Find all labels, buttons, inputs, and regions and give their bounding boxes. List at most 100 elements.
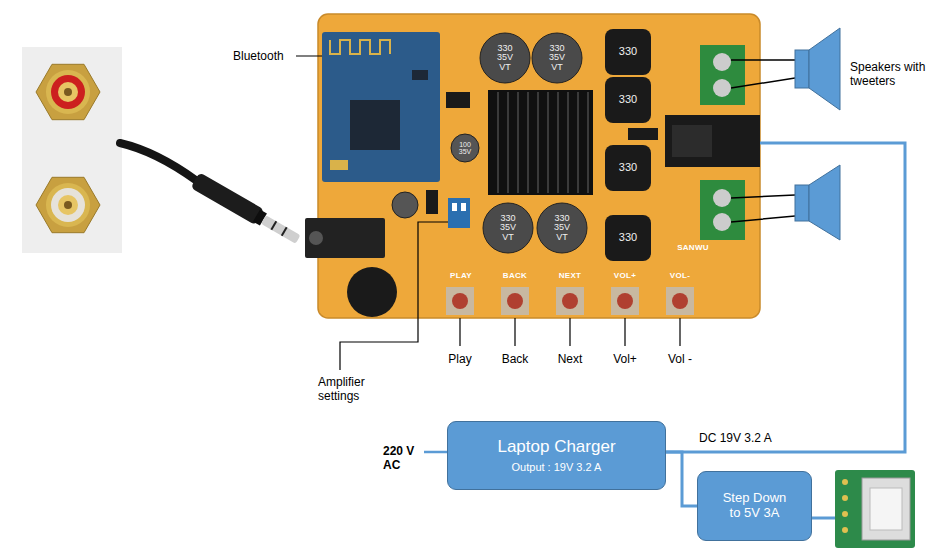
push-button <box>611 287 639 315</box>
bluetooth-module <box>322 32 440 182</box>
capacitor <box>392 192 418 218</box>
inductor <box>605 77 651 123</box>
rca-jack <box>51 75 85 109</box>
push-button <box>672 293 688 309</box>
speaker-wire <box>731 60 795 222</box>
part-label: Speakers with tweeters <box>850 61 938 89</box>
audio-jack <box>309 231 323 245</box>
capacitor <box>392 33 587 253</box>
usb-board <box>835 470 915 548</box>
usb-board <box>842 511 848 517</box>
power-wire <box>424 451 447 454</box>
inductor <box>605 215 651 261</box>
silk-label: BACK <box>503 271 527 280</box>
silk-label: VOL+ <box>614 271 636 280</box>
push-button <box>562 293 578 309</box>
audio-plug <box>191 172 303 247</box>
audio-cable <box>120 143 197 181</box>
speaker-symbol <box>795 28 840 240</box>
rca-jack <box>64 201 72 209</box>
converter-box: Step Down to 5V 3A <box>697 471 812 541</box>
chip <box>426 190 438 214</box>
dip-switch <box>448 198 470 228</box>
push-button <box>666 287 694 315</box>
audio-plug <box>271 221 276 230</box>
capacitor-marking: 330 35V VT <box>492 44 518 72</box>
rca-jack <box>46 70 90 114</box>
mains-label: 220 V AC <box>383 445 423 473</box>
capacitor <box>532 33 582 83</box>
capacitor <box>480 33 530 83</box>
rca-jack <box>36 64 100 119</box>
speaker-symbol <box>809 165 840 240</box>
dc-jack <box>672 125 712 157</box>
heatsink <box>488 90 593 195</box>
rca-jack <box>64 88 72 96</box>
inductor-marking: 330 <box>619 46 637 58</box>
inductor <box>605 29 651 75</box>
button-label: Next <box>558 353 583 367</box>
rca-jack <box>46 183 90 227</box>
silk-label: PLAY <box>450 271 472 280</box>
audio-plug <box>261 215 301 244</box>
speaker-symbol <box>795 185 809 221</box>
rca-jack <box>51 188 85 222</box>
bluetooth-module <box>330 160 348 170</box>
rca-jack <box>36 177 100 232</box>
terminal-block <box>713 53 731 71</box>
box-subtitle: Output : 19V 3.2 A <box>512 461 602 474</box>
board-brand: SANWU <box>677 243 709 252</box>
usb-board <box>842 495 848 501</box>
push-button <box>556 287 584 315</box>
push-button <box>446 287 694 315</box>
terminal-block <box>713 189 731 207</box>
silk-label: NEXT <box>559 271 582 280</box>
chip <box>446 92 470 108</box>
dip-switch <box>461 203 466 211</box>
usb-board <box>862 478 910 540</box>
inductor-marking: 330 <box>619 162 637 174</box>
audio-jack <box>305 218 385 258</box>
heatsink <box>498 92 588 193</box>
terminal-block <box>713 79 731 97</box>
terminal-block <box>700 180 745 240</box>
audio-plug <box>282 227 287 236</box>
capacitor-marking: 330 35V VT <box>549 214 575 242</box>
audio-plug <box>191 172 265 225</box>
rca-jack <box>36 64 100 119</box>
inductor-marking: 330 <box>619 94 637 106</box>
dc-jack <box>665 115 760 167</box>
box-title: Step Down to 5V 3A <box>719 491 791 521</box>
push-button <box>452 293 468 309</box>
amplifier-board: SANWUPLAYBACKNEXTVOL+VOL- <box>318 14 760 318</box>
capacitor-marking: 330 35V VT <box>544 44 570 72</box>
rca-jack <box>58 82 78 102</box>
bluetooth-module <box>330 40 390 54</box>
capacitor <box>451 134 479 162</box>
part-label: Bluetooth <box>233 50 284 64</box>
part-label: Amplifier settings <box>318 376 398 404</box>
push-button <box>501 287 529 315</box>
capacitor-marking: 100 35V <box>455 141 475 156</box>
button-label: Back <box>502 353 529 367</box>
capacitor-marking: 330 35V VT <box>495 214 521 242</box>
inductor <box>605 145 651 191</box>
rca-panel <box>22 47 122 253</box>
dc-jack <box>665 115 760 167</box>
heatsink <box>488 90 593 195</box>
speaker-symbol <box>809 28 840 110</box>
microphone <box>347 267 397 317</box>
usb-board <box>870 488 902 530</box>
circuit-board <box>318 14 760 318</box>
button-label: Vol+ <box>613 353 637 367</box>
button-label: Vol - <box>668 353 692 367</box>
push-button <box>507 293 523 309</box>
bluetooth-module <box>322 32 440 182</box>
power-supply-box: Laptop ChargerOutput : 19V 3.2 A <box>447 421 666 490</box>
audio-cable <box>120 143 197 181</box>
dip-switch <box>452 203 457 211</box>
audio-jack <box>305 218 385 258</box>
power-wire <box>666 452 697 506</box>
wire-label: DC 19V 3.2 A <box>697 432 774 446</box>
power-wire <box>812 517 838 520</box>
